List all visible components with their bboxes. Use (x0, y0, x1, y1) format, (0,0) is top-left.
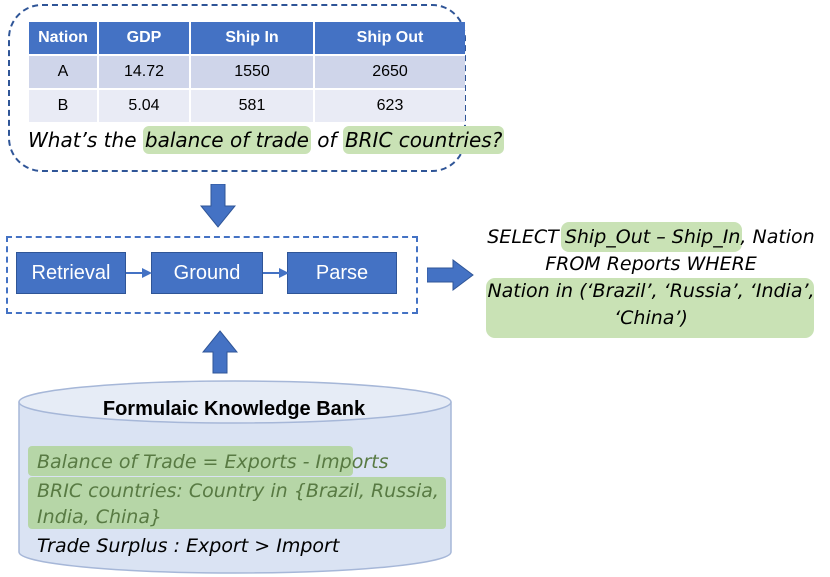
sql-select-expression: Ship_Out – Ship_In, (564, 226, 747, 248)
sql-line-2: FROM Reports WHERE (545, 253, 757, 275)
question-highlight-bric: BRIC countries? (342, 126, 505, 154)
sql-select-nation: Nation (746, 226, 815, 248)
sql-line-3: Nation in (‘Brazil’, ‘Russia’, ‘India’, (487, 280, 815, 302)
pipeline-container (6, 236, 418, 314)
table-cell: B (29, 88, 99, 122)
nation-table: Nation GDP Ship In Ship Out A 14.72 1550… (29, 22, 465, 122)
kb-item-highlight (28, 446, 353, 476)
sql-select-keyword: SELECT (487, 226, 565, 248)
pipeline-step-retrieval: Retrieval (16, 252, 126, 294)
sql-line-1: SELECT Ship_Out – Ship_In, Nation (484, 224, 818, 251)
table-cell: 1550 (190, 54, 315, 89)
up-arrow-icon (202, 330, 238, 374)
pipeline-step-parse: Parse (287, 252, 397, 294)
kb-item-bric-countries: BRIC countries: Country in {Brazil, Russ… (37, 480, 439, 502)
table-cell: 2650 (314, 54, 465, 89)
column-header: GDP (98, 22, 191, 55)
sql-output: SELECT Ship_Out – Ship_In, Nation FROM R… (484, 224, 818, 332)
kb-item-balance-of-trade: Balance of Trade = Exports - Imports (37, 451, 389, 473)
sql-line-4: ‘China’) (614, 307, 688, 329)
column-header: Ship Out (314, 22, 465, 55)
down-arrow-icon (200, 184, 236, 228)
right-arrow-icon (427, 259, 474, 291)
table-row: A 14.72 1550 2650 (29, 54, 465, 89)
table-cell: 581 (190, 88, 315, 122)
table-cell: 5.04 (98, 88, 191, 122)
kb-item-highlight (28, 477, 446, 529)
table-cell: A (29, 54, 99, 89)
sql-highlight-where (486, 278, 814, 338)
knowledge-bank-title: Formulaic Knowledge Bank (102, 398, 366, 420)
column-header: Ship In (190, 22, 315, 55)
sql-highlight-select (561, 222, 742, 252)
question-highlight-balance: balance of trade (142, 126, 311, 154)
question-text: What’s the balance of trade of BRIC coun… (28, 126, 505, 154)
table-cell: 14.72 (98, 54, 191, 89)
kb-item-trade-surplus: Trade Surplus : Export > Import (37, 535, 340, 557)
column-header: Nation (29, 22, 99, 55)
table-header-row: Nation GDP Ship In Ship Out (29, 22, 465, 55)
step-arrow-icon (263, 268, 289, 278)
table-cell: 623 (314, 88, 465, 122)
table-row: B 5.04 581 623 (29, 88, 465, 122)
question-middle: of (310, 128, 343, 152)
pipeline-step-ground: Ground (151, 252, 263, 294)
kb-item-bric-countries-cont: India, China} (37, 506, 163, 528)
question-prefix: What’s the (28, 128, 143, 152)
step-arrow-icon (126, 268, 152, 278)
question-container (8, 4, 466, 172)
